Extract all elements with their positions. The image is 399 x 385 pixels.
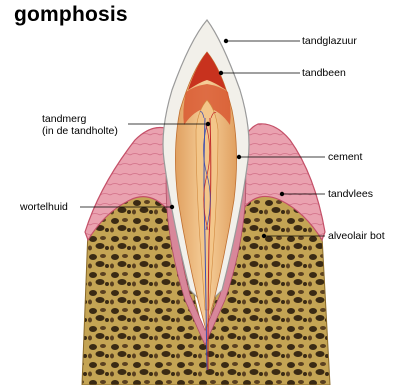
label-gum: tandvlees xyxy=(328,188,373,200)
page-title: gomphosis xyxy=(14,3,128,27)
label-pulp-sub: (in de tandholte) xyxy=(42,125,118,137)
label-dentin: tandbeen xyxy=(302,67,346,79)
label-bone: alveolair bot xyxy=(328,230,385,242)
label-cement: cement xyxy=(328,151,362,163)
label-enamel: tandglazuur xyxy=(302,35,357,47)
label-pulp: tandmerg xyxy=(42,113,86,125)
label-periodontal: wortelhuid xyxy=(20,201,68,213)
